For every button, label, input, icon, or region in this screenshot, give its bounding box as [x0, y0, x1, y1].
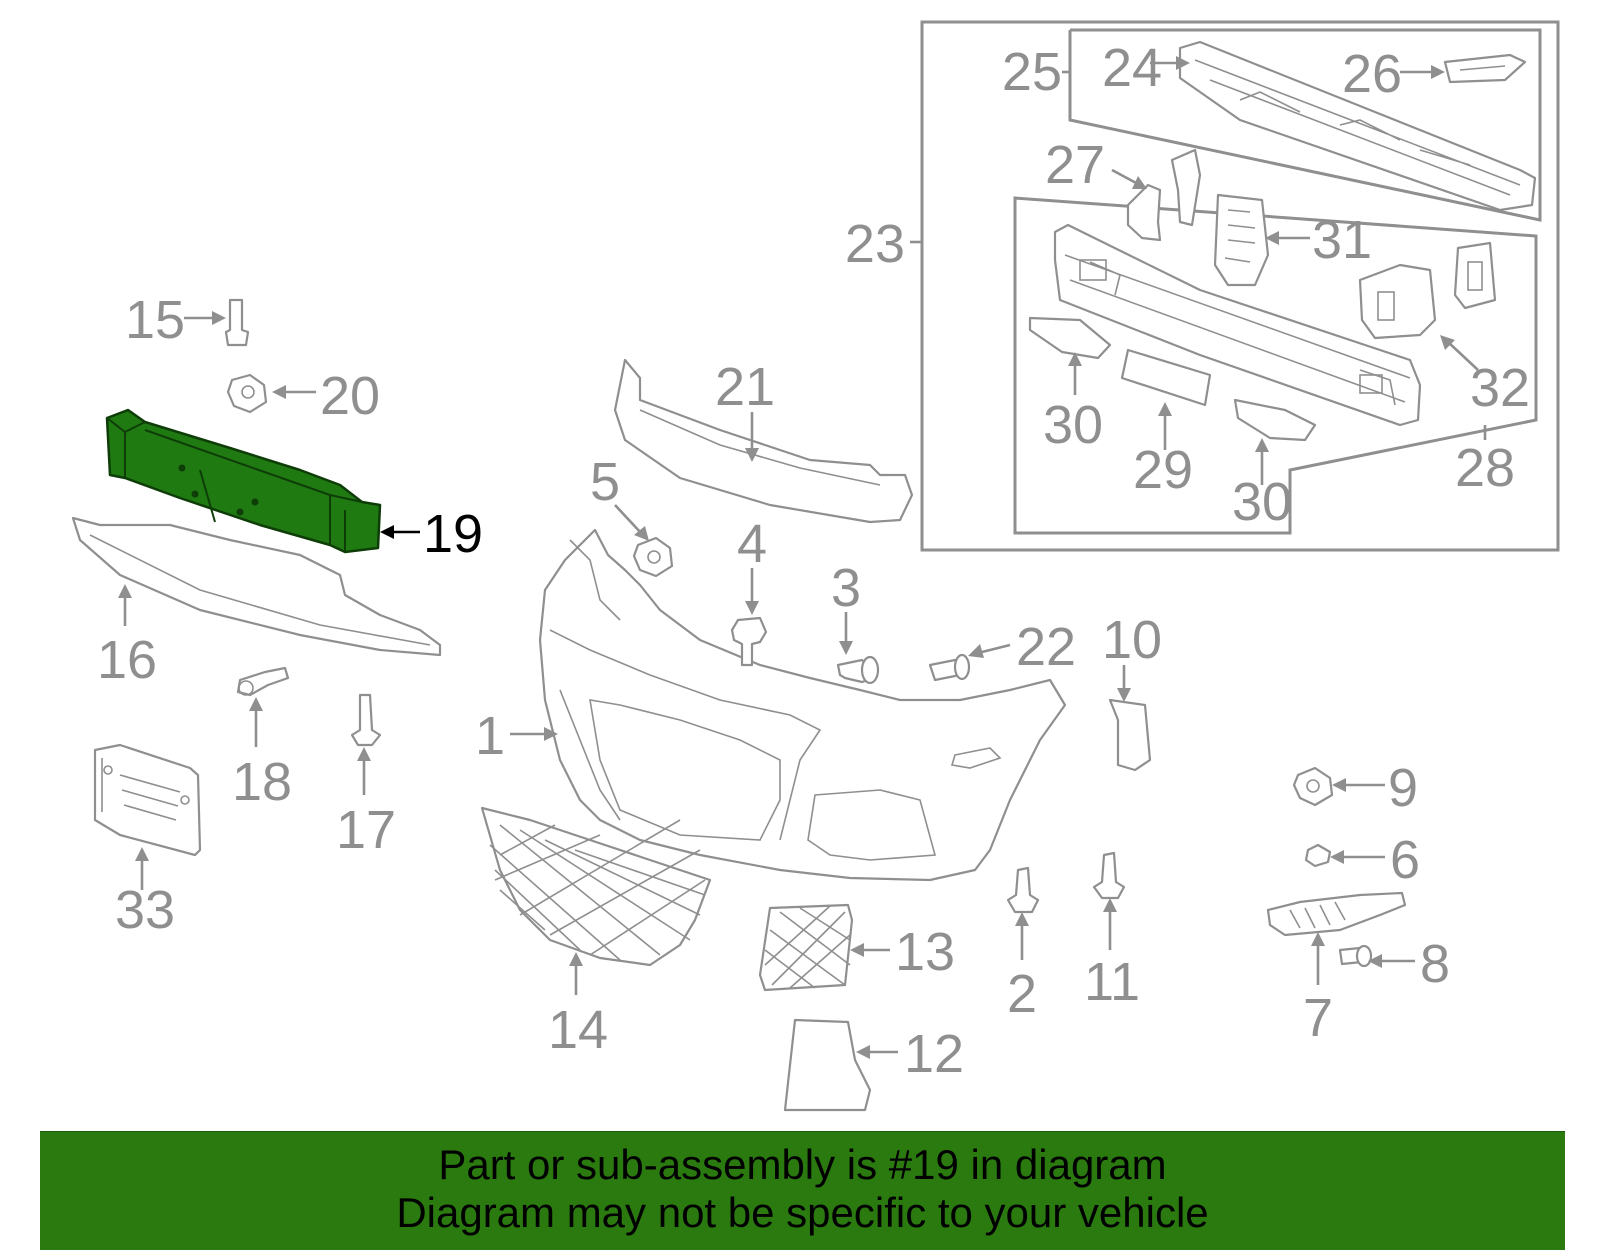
callout-22: 22 [1016, 617, 1076, 677]
callout-31: 31 [1312, 210, 1372, 270]
part-4-bolt [730, 616, 768, 667]
part-31-bracket [1213, 193, 1270, 287]
part-32-brackets [1358, 241, 1497, 340]
leader-lines [118, 56, 1487, 1059]
part-15-pushpin [224, 298, 250, 347]
callout-24: 24 [1102, 38, 1162, 98]
callout-16: 16 [97, 630, 157, 690]
part-5-nut [632, 536, 674, 578]
callout-29: 29 [1133, 440, 1193, 500]
banner-text-disclaimer: Diagram may not be specific to your vehi… [396, 1189, 1209, 1236]
part-12-cover [783, 1018, 872, 1112]
callout-27: 27 [1045, 135, 1105, 195]
callout-1: 1 [475, 706, 505, 766]
part-21-absorber [613, 358, 914, 524]
callout-19: 19 [423, 504, 483, 564]
callout-32: 32 [1470, 358, 1530, 418]
part-13-grille [758, 903, 854, 992]
part-6-clip [1304, 843, 1332, 868]
part-14-grille [480, 806, 712, 967]
part-11-pin [1092, 851, 1126, 900]
callout-15: 15 [125, 290, 185, 350]
part-22-screw [928, 653, 971, 682]
callout-17: 17 [336, 800, 396, 860]
part-17-pin [350, 693, 382, 747]
part-7-bracket [1266, 891, 1407, 937]
callout-23: 23 [845, 214, 905, 274]
part-10-bracket [1108, 698, 1152, 772]
banner-text-part-number: Part or sub-assembly is #19 in diagram [438, 1141, 1167, 1188]
part-1-bumper-cover [538, 528, 1067, 882]
callout-3: 3 [831, 558, 861, 618]
part-30-right [1233, 398, 1317, 442]
part-28-impact-bar [1053, 223, 1422, 427]
callout-30-right: 30 [1232, 472, 1292, 532]
part-16-lower-absorber [71, 516, 442, 657]
part-2-pin [1006, 866, 1040, 914]
callout-8: 8 [1420, 934, 1450, 994]
part-29-strip [1120, 348, 1212, 407]
part-9-nut [1292, 766, 1334, 807]
part-20-nut [226, 373, 268, 414]
callout-33: 33 [115, 880, 175, 940]
callout-26: 26 [1342, 44, 1402, 104]
part-24-reinforcement [1178, 40, 1537, 212]
part-33-license-bracket [93, 743, 202, 857]
callout-13: 13 [895, 922, 955, 982]
callout-28: 28 [1455, 438, 1515, 498]
inset-box-23 [920, 20, 1560, 552]
callout-11: 11 [1084, 952, 1140, 1012]
part-18-bolt [236, 666, 290, 697]
callout-14: 14 [548, 1000, 608, 1060]
callout-21: 21 [715, 357, 775, 417]
callout-18: 18 [232, 752, 292, 812]
callout-12: 12 [904, 1024, 964, 1084]
callout-2: 2 [1007, 964, 1037, 1024]
callout-30-left: 30 [1043, 395, 1103, 455]
part-26-bracket [1443, 53, 1527, 84]
part-8-screw [1338, 944, 1373, 968]
info-banner: Part or sub-assembly is #19 in diagram D… [40, 1131, 1565, 1250]
callout-labels: 1 2 3 4 5 6 7 8 9 10 11 12 13 14 15 16 1… [97, 38, 1530, 1084]
callout-5: 5 [590, 452, 620, 512]
callout-10: 10 [1102, 610, 1162, 670]
part-3-screw [836, 655, 880, 685]
callout-20: 20 [320, 366, 380, 426]
part-27-bracket [1126, 148, 1202, 242]
callout-7: 7 [1303, 988, 1333, 1048]
part-30-left [1028, 316, 1112, 360]
callout-4: 4 [737, 514, 767, 574]
part-19-highlighted [105, 408, 382, 554]
callout-9: 9 [1388, 758, 1418, 818]
callout-25: 25 [1002, 42, 1062, 102]
callout-6: 6 [1390, 830, 1420, 890]
